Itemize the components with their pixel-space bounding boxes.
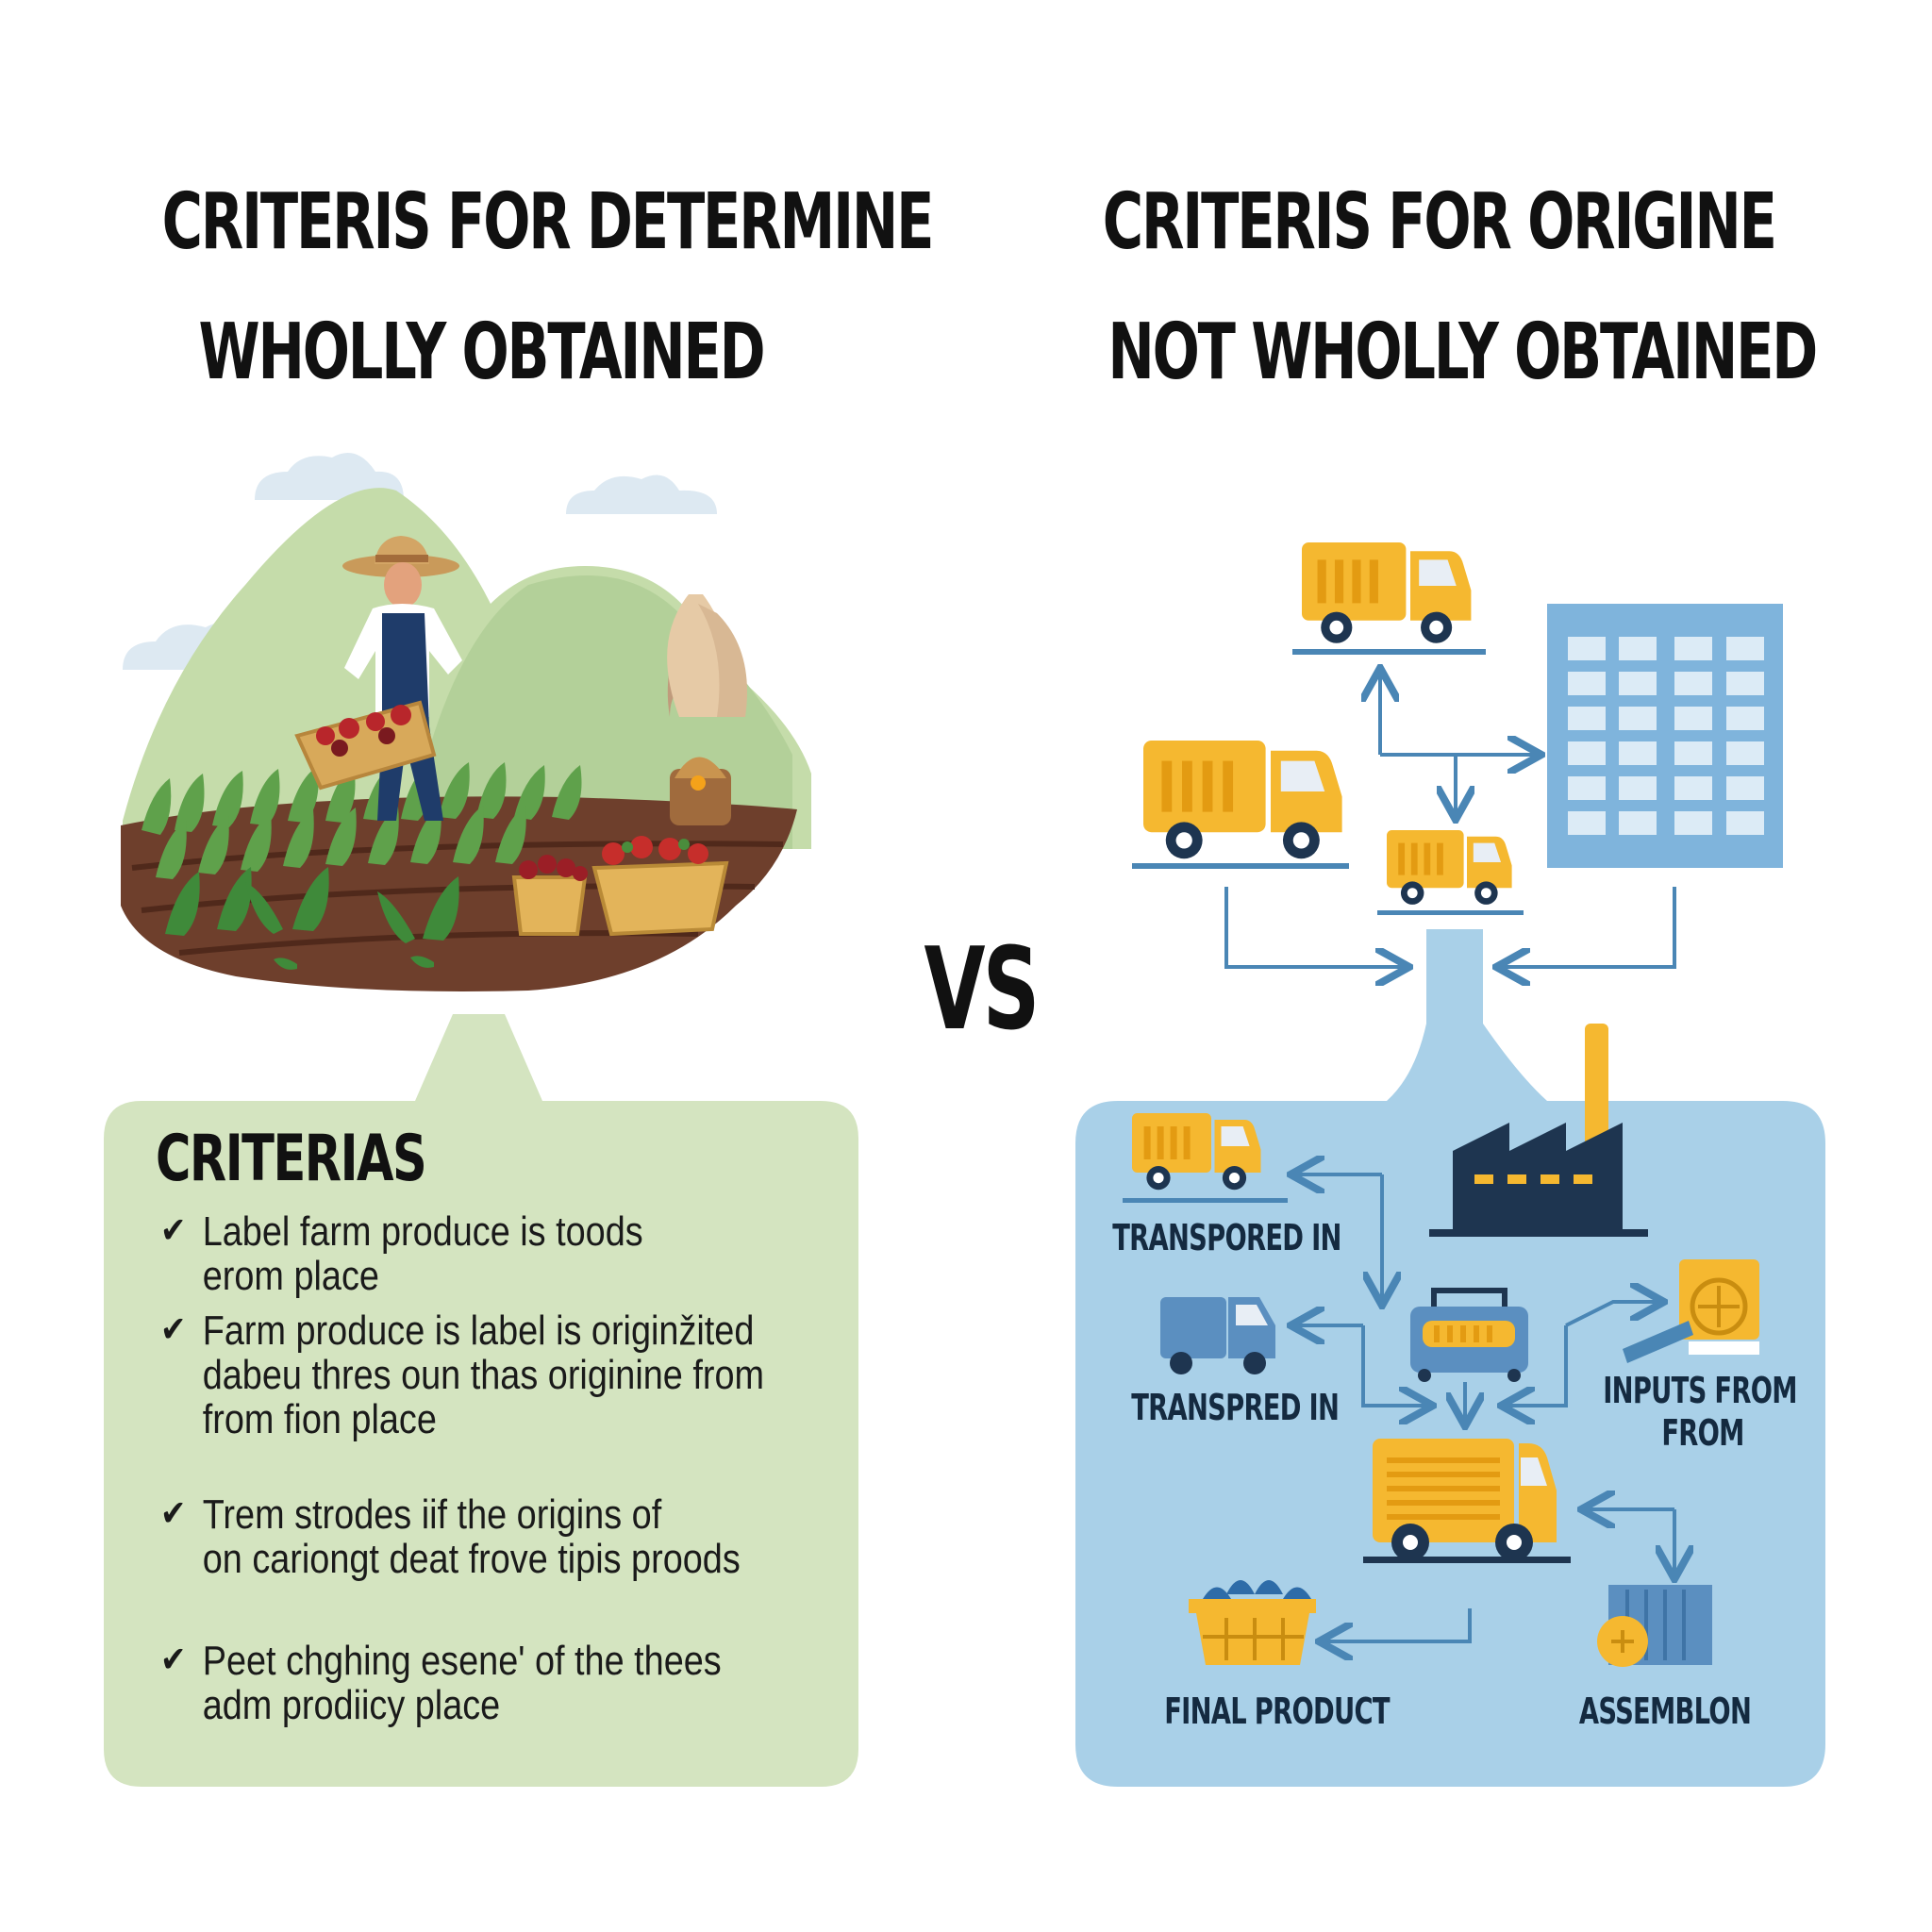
farm-scene [121,453,811,991]
criteria-heading: CRITERIAS [156,1122,427,1196]
criteria-text: erom place [202,1253,379,1299]
right-title-line1: CRITERIS FOR ORIGINE [1102,177,1777,267]
truck-icon [1160,1297,1275,1374]
machine-icon [1410,1288,1528,1382]
label-transported-in-1: TRANSPORED IN [1112,1217,1341,1258]
criteria-text: Peet chghing esene' of the thees [202,1638,722,1684]
check-icon: ✔ [160,1494,187,1534]
building-icon [1547,604,1783,868]
farmer-icon [294,536,462,821]
label-transported-in-2: TRANSPRED IN [1131,1387,1340,1428]
label-assembly: ASSEMBLON [1578,1690,1752,1732]
container-icon [1597,1585,1712,1667]
right-title-line2: NOT WHOLLY OBTAINED [1108,308,1818,397]
basket-icon [1189,1580,1316,1665]
label-inputs-from-2: FROM [1661,1412,1744,1454]
criteria-text: on cariongt deat frove tipis proods [202,1536,741,1582]
check-icon: ✔ [160,1310,187,1350]
criteria-text: dabeu thres oun thas originine from [202,1352,765,1398]
check-icon: ✔ [160,1641,187,1680]
criteria-text: Trem strodes iif the origins of [202,1491,662,1538]
criteria-text: adm prodiicy place [202,1682,501,1728]
criteria-text: from fion place [202,1396,437,1442]
criteria-text: Farm produce is label is originžited [202,1307,755,1354]
truck-icon [1123,1113,1288,1203]
check-icon: ✔ [160,1211,187,1251]
criteria-box: CRITERIAS ✔ Label farm produce is toods … [104,1101,858,1787]
truck-icon [1292,542,1486,655]
left-title-line2: WHOLLY OBTAINED [198,308,766,397]
truck-icon [1377,830,1524,915]
factory-icon [1429,1024,1648,1237]
label-inputs-from-1: INPUTS FROM [1603,1370,1797,1411]
sack-icon [667,594,747,825]
basket-icon [511,836,729,937]
criteria-text: Label farm produce is toods [202,1208,643,1255]
truck-icon [1363,1439,1571,1563]
green-panel [104,1014,858,1787]
label-final-product: FINAL PRODUCT [1164,1690,1390,1732]
truck-icon [1132,741,1349,869]
machine-icon [1623,1259,1759,1363]
